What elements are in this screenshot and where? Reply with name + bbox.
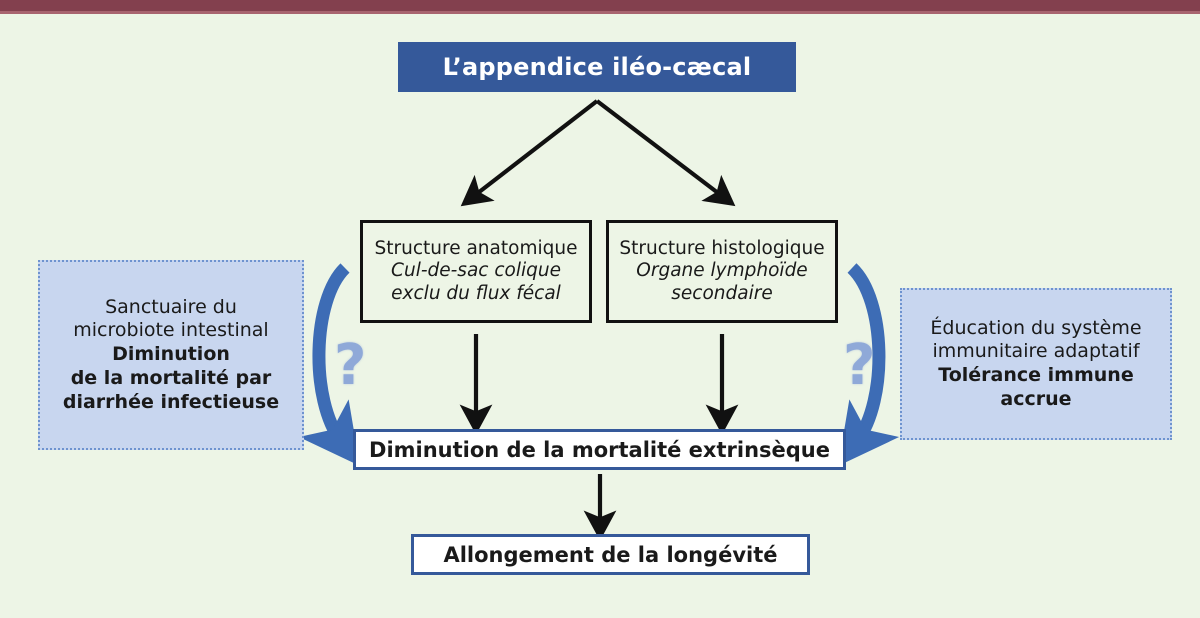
panel-right-line2: immunitaire adaptatif [932, 340, 1140, 363]
top-accent-bar [0, 0, 1200, 14]
panel-right-bold1: Tolérance immune [938, 364, 1134, 386]
panel-left-bold1: Diminution [112, 343, 230, 366]
structure-box-anatomique: Structure anatomique Cul-de-sac colique … [360, 220, 592, 323]
structure-histologique-line2: Organe lymphoïde [636, 260, 808, 282]
outcome-longevity-label: Allongement de la longévité [443, 542, 778, 567]
structure-box-histologique: Structure histologique Organe lymphoïde … [606, 220, 838, 323]
panel-right-bold2: accrue [1000, 387, 1072, 410]
structure-histologique-line3: secondaire [671, 282, 773, 304]
structure-anatomique-line3: exclu du flux fécal [391, 282, 561, 304]
panel-left-line1: Sanctuaire du [105, 295, 237, 318]
structure-anatomique-line1: Structure anatomique [374, 237, 578, 259]
outcome-mortality-label: Diminution de la mortalité extrinsèque [369, 437, 830, 462]
structure-anatomique-line2: Cul-de-sac colique [391, 260, 561, 282]
structure-histologique-line1: Structure histologique [619, 237, 825, 259]
arrow-title-to-anatomique [460, 99, 599, 207]
panel-left-line2: microbiote intestinal [73, 319, 269, 342]
page-title: L’appendice iléo-cæcal [442, 53, 752, 81]
outcome-box-mortality: Diminution de la mortalité extrinsèque [353, 429, 846, 470]
title-box: L’appendice iléo-cæcal [398, 42, 796, 92]
panel-right-line1: Éducation du système [930, 316, 1142, 339]
side-panel-right: Éducation du système immunitaire adaptat… [900, 288, 1172, 440]
panel-left-bold3: diarrhée infectieuse [62, 390, 280, 413]
outcome-box-longevity: Allongement de la longévité [411, 534, 810, 575]
side-panel-left: Sanctuaire du microbiote intestinal Dimi… [38, 260, 304, 450]
panel-left-bold2: de la mortalité par [70, 366, 272, 389]
question-mark-icon-left: ? [334, 333, 367, 398]
question-mark-icon-right: ? [843, 333, 876, 398]
arrow-title-to-histologique [595, 99, 736, 207]
